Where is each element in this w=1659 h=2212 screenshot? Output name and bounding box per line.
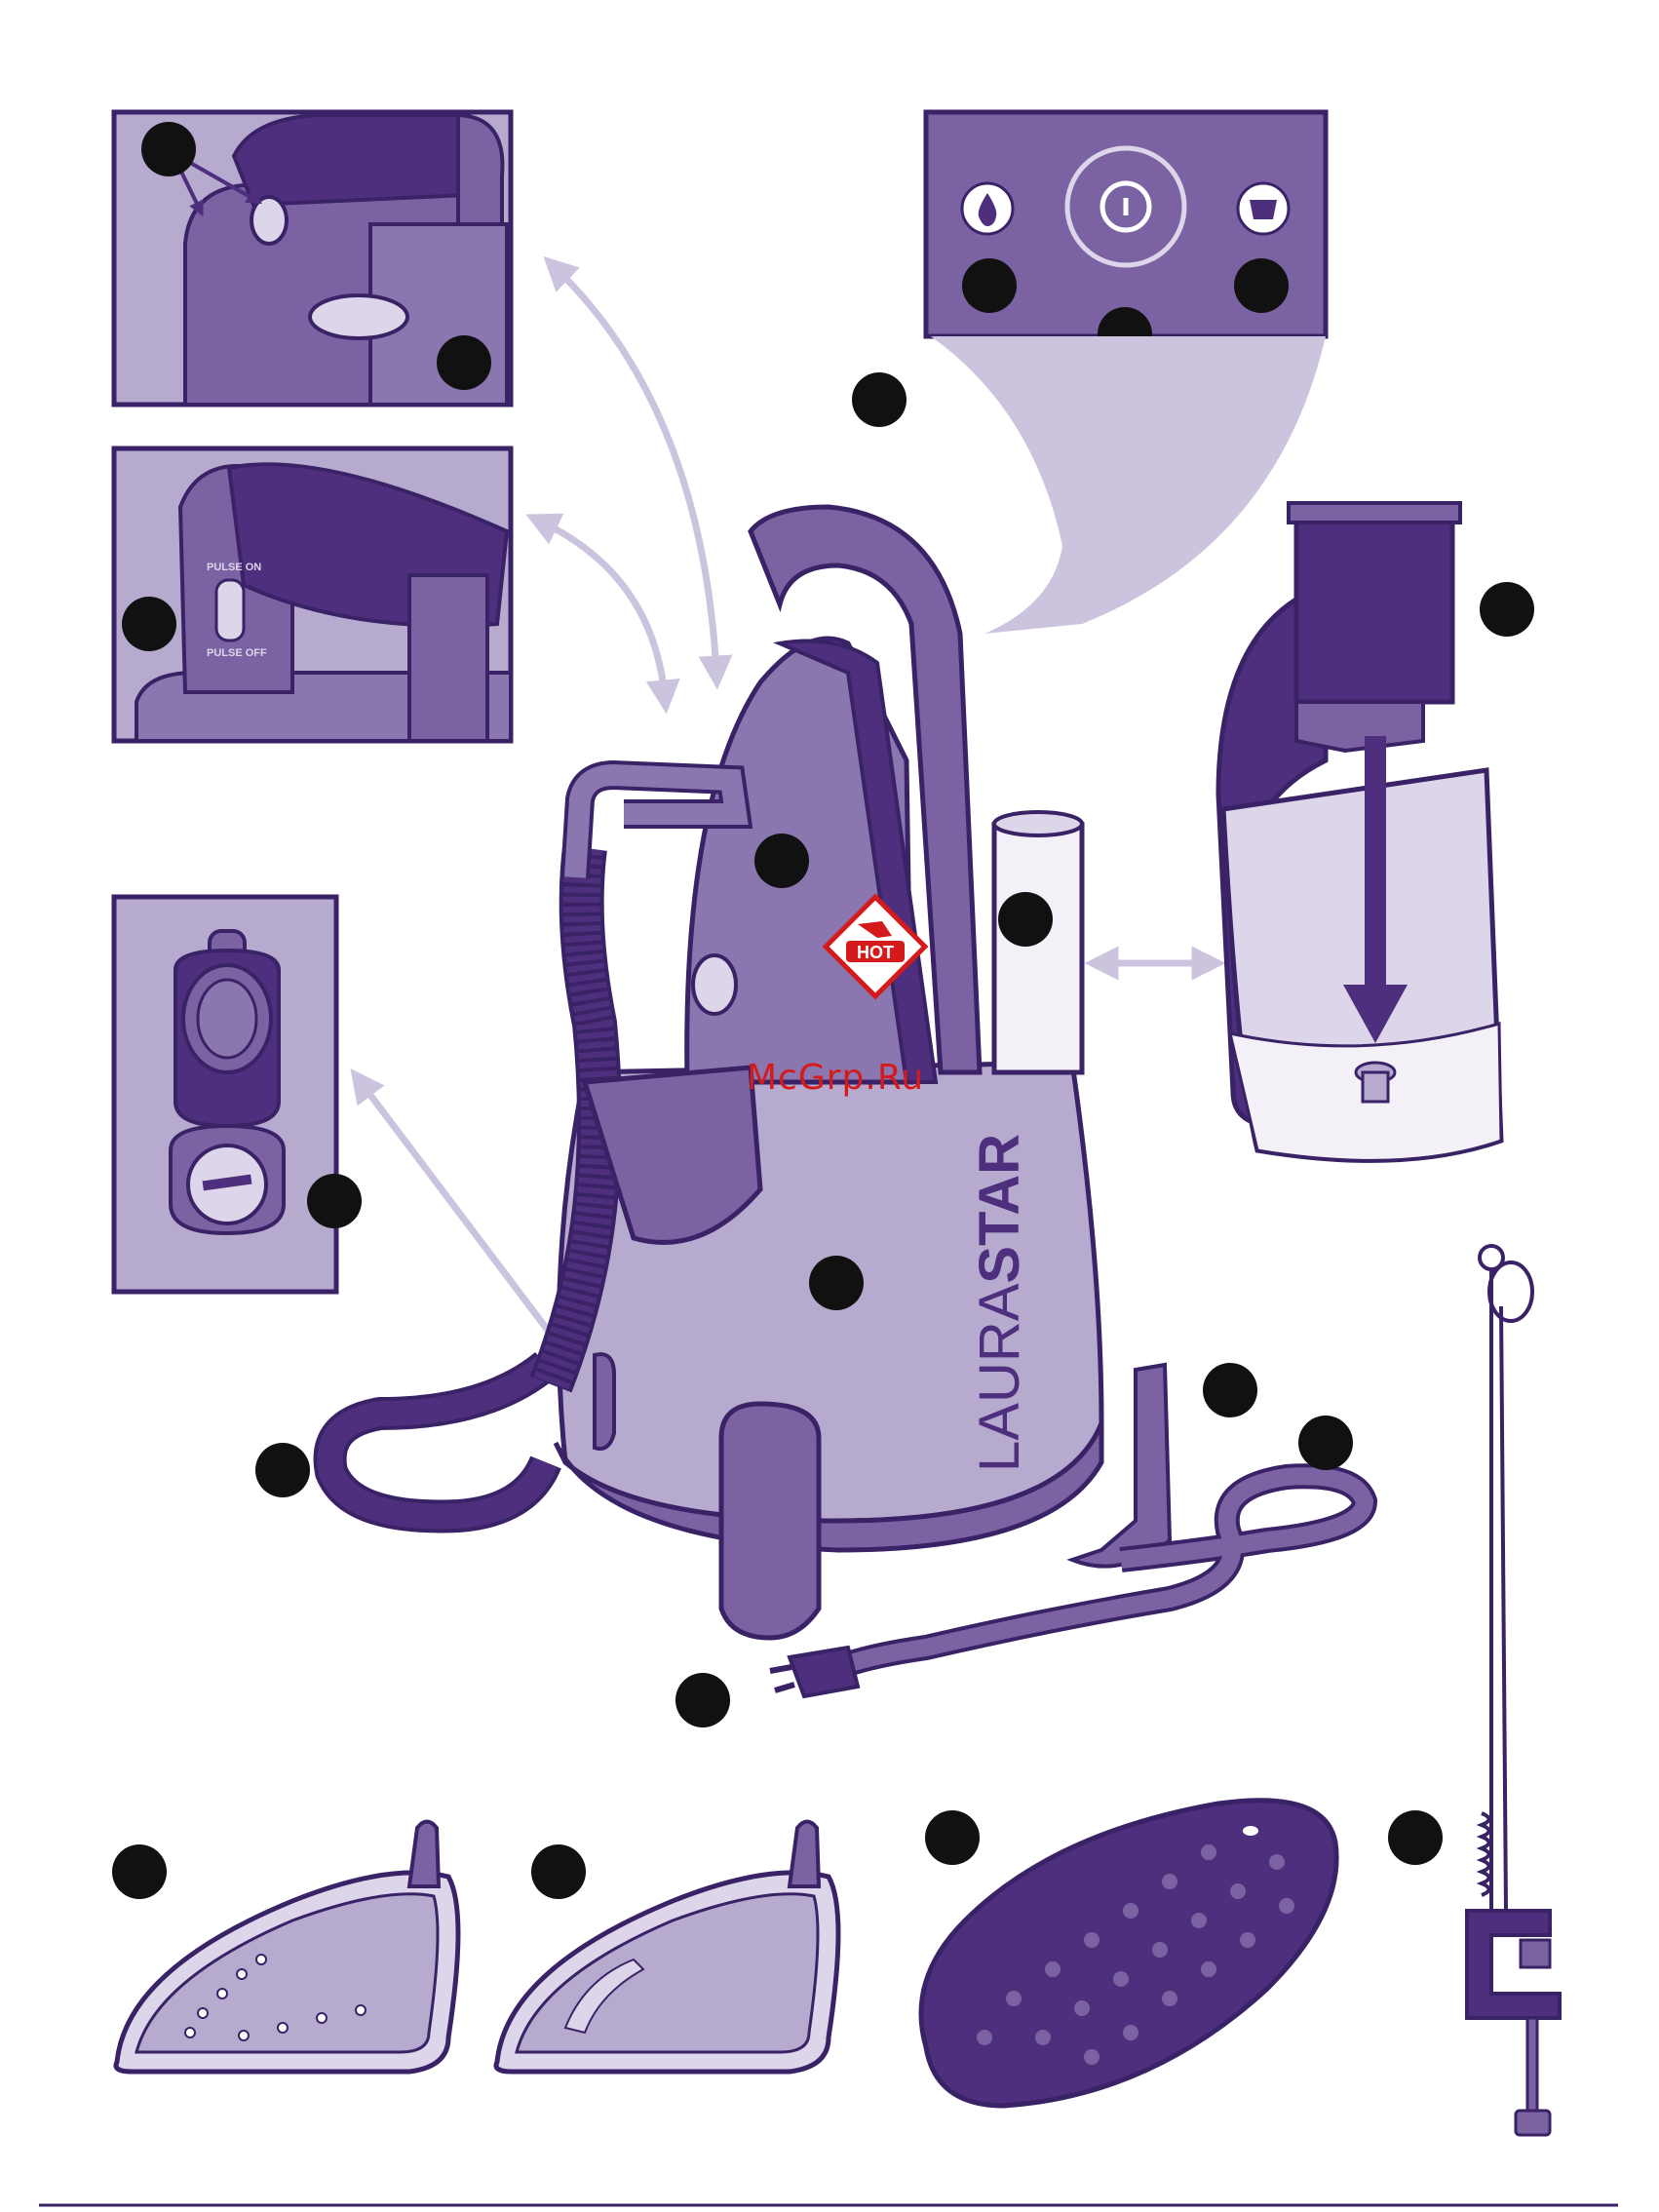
inset-control-panel bbox=[926, 112, 1326, 362]
callout-7 bbox=[307, 1174, 362, 1228]
soleplate-accessory-1 bbox=[112, 1822, 458, 2073]
ironing-mat-accessory bbox=[921, 1801, 1336, 2106]
hot-label: HOT bbox=[857, 943, 894, 962]
brand-laura: LAURA bbox=[968, 1283, 1031, 1472]
callout-17 bbox=[112, 1844, 167, 1899]
callout-14 bbox=[1298, 1416, 1353, 1470]
callout-13 bbox=[1203, 1363, 1257, 1417]
brand-star: STAR bbox=[968, 1134, 1031, 1284]
svg-text:LAURASTAR: LAURASTAR bbox=[968, 1134, 1031, 1472]
callout-12 bbox=[255, 1443, 310, 1497]
callout-4 bbox=[962, 258, 1017, 313]
hose-holder-clamp bbox=[1388, 1246, 1560, 2135]
callout-18 bbox=[531, 1844, 586, 1899]
callout-11 bbox=[809, 1256, 864, 1310]
callout-16 bbox=[1480, 582, 1534, 637]
soleplate-accessory-2 bbox=[496, 1822, 838, 2073]
callout-15 bbox=[675, 1673, 730, 1727]
inset-handle-button bbox=[114, 112, 511, 405]
water-container bbox=[1218, 503, 1534, 1160]
callout-10 bbox=[998, 892, 1053, 947]
pulse-off-label: PULSE OFF bbox=[207, 647, 267, 659]
callout-1 bbox=[141, 122, 196, 176]
inset-pulse-switch: PULSE ON PULSE OFF bbox=[114, 448, 511, 741]
callout-6 bbox=[1234, 258, 1289, 313]
pulse-on-label: PULSE ON bbox=[207, 562, 261, 573]
callout-3 bbox=[122, 597, 176, 651]
steam-button-icon bbox=[251, 197, 287, 244]
plug-icon bbox=[790, 1648, 858, 1696]
callout-2 bbox=[437, 335, 491, 390]
callout-20 bbox=[1388, 1810, 1443, 1865]
callout-19 bbox=[925, 1810, 980, 1865]
panel-zoom-beam bbox=[931, 336, 1326, 634]
steam-cup-icon bbox=[1250, 200, 1277, 219]
inset-filler-cap bbox=[114, 897, 362, 1292]
callout-8 bbox=[852, 372, 907, 427]
watermark-text: McGrp.Ru bbox=[747, 1058, 924, 1098]
callout-9 bbox=[754, 834, 809, 888]
pulse-switch-slider bbox=[216, 580, 244, 640]
